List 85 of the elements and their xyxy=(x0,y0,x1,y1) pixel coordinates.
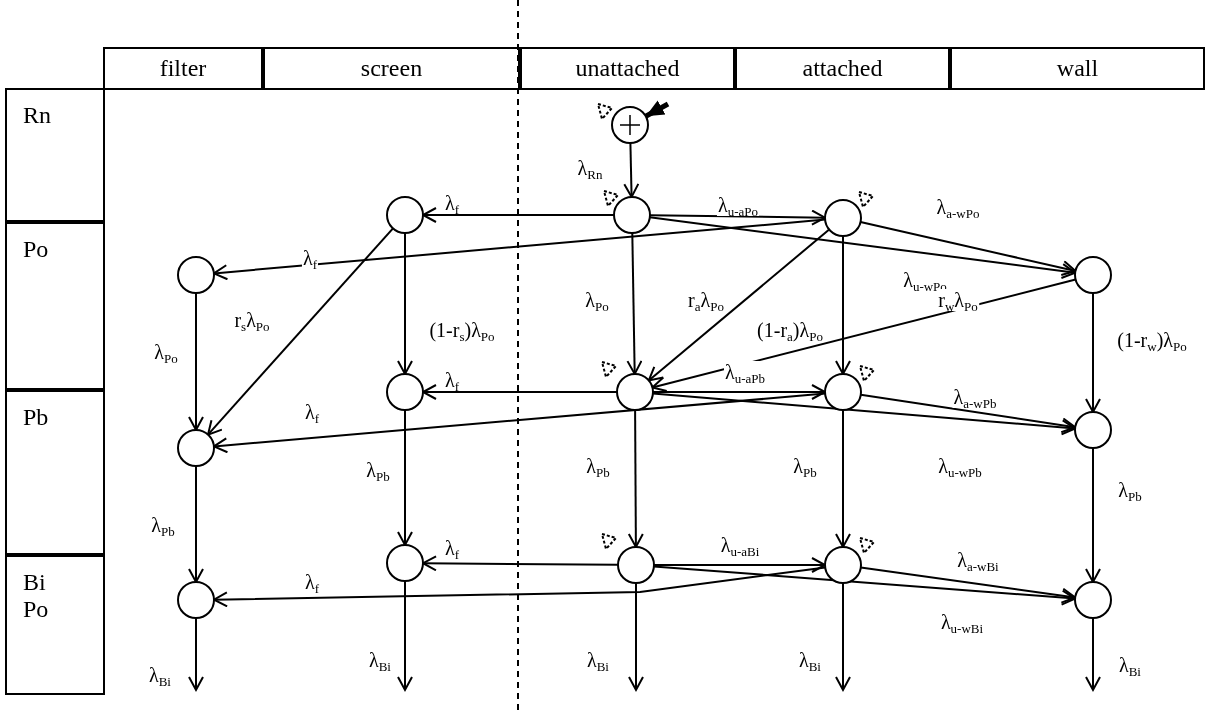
compartment-circle xyxy=(824,546,862,584)
edge-label: (1-r$_{a}$)λ$_{Po}$ xyxy=(756,319,824,341)
compartment-circle xyxy=(177,581,215,619)
compartment-circle xyxy=(824,199,862,237)
column-header: screen xyxy=(263,47,520,90)
arrow xyxy=(188,292,204,431)
edge-label: λ$_{Bi}$ xyxy=(798,649,822,671)
column-header: attached xyxy=(735,47,950,90)
arrow xyxy=(628,582,644,691)
arrow xyxy=(859,221,1077,276)
arrow xyxy=(1085,292,1101,413)
edge-label: λ$_{Pb}$ xyxy=(365,459,391,481)
edge-label: (1-r$_{w}$)λ$_{Po}$ xyxy=(1116,329,1188,351)
compartment-circle xyxy=(386,373,424,411)
edge-label: λ$_{f}$ xyxy=(302,247,318,269)
edge-label: λ$_{u-wPo}$ xyxy=(902,269,948,291)
edge-label: λ$_{f}$ xyxy=(444,537,460,559)
edge-label: λ$_{u-aPb}$ xyxy=(724,361,766,383)
arrow xyxy=(835,582,851,691)
row-header: Rn xyxy=(5,88,105,222)
edge-label: λ$_{u-wPb}$ xyxy=(937,455,983,477)
edge-label: r$_{s}$λ$_{Po}$ xyxy=(233,309,271,331)
arrow xyxy=(627,409,644,548)
edge-label: λ$_{u-wBi}$ xyxy=(939,611,985,633)
compartment-circle xyxy=(1074,581,1112,619)
edge-label: λ$_{a-wBi}$ xyxy=(956,549,1000,571)
compartment-circle xyxy=(386,544,424,582)
edge-label: λ$_{Bi}$ xyxy=(1118,654,1142,676)
arrow xyxy=(422,384,618,400)
edge-label: λ$_{a-wPb}$ xyxy=(952,386,998,408)
arrow xyxy=(422,207,615,223)
column-header: unattached xyxy=(520,47,735,90)
edge-label: λ$_{u-aBi}$ xyxy=(719,534,761,556)
arrow xyxy=(188,617,204,691)
arrow xyxy=(647,228,831,382)
edge-label: λ$_{a-wPo}$ xyxy=(935,196,981,218)
column-header: filter xyxy=(103,47,263,90)
edge-label: λ$_{Bi}$ xyxy=(148,664,172,686)
edge-label: λ$_{Po}$ xyxy=(153,341,179,363)
arrow xyxy=(1085,617,1101,691)
arrow xyxy=(623,142,640,198)
arrow xyxy=(835,409,851,548)
compartment-circle xyxy=(616,373,654,411)
arrow xyxy=(1085,447,1101,583)
edge-label: (1-r$_{s}$)λ$_{Po}$ xyxy=(428,319,496,341)
arrow xyxy=(397,409,413,546)
edge-label: λ$_{Pb}$ xyxy=(150,514,176,536)
edge-label: r$_{a}$λ$_{Po}$ xyxy=(687,289,725,311)
arrow xyxy=(626,232,643,375)
arrow xyxy=(207,227,394,436)
arrow xyxy=(422,555,619,572)
edge-label: λ$_{u-aPo}$ xyxy=(717,194,759,216)
arrow xyxy=(397,580,413,691)
compartment-circle xyxy=(1074,256,1112,294)
edge-label: λ$_{Pb}$ xyxy=(792,455,818,477)
edge-label: λ$_{Rn}$ xyxy=(576,157,604,179)
arrow xyxy=(397,232,413,375)
edge-label: λ$_{f}$ xyxy=(304,401,320,423)
arrow xyxy=(649,209,826,226)
row-header: Pb xyxy=(5,390,105,555)
edge-label: λ$_{Bi}$ xyxy=(368,649,392,671)
compartment-circle xyxy=(824,373,862,411)
compartment-circle xyxy=(177,256,215,294)
edge-label: λ$_{Pb}$ xyxy=(585,455,611,477)
compartment-circle xyxy=(1074,411,1112,449)
column-header: wall xyxy=(950,47,1205,90)
edge-label: λ$_{f}$ xyxy=(444,369,460,391)
arrow xyxy=(859,393,1077,434)
edge-label: λ$_{Bi}$ xyxy=(586,649,610,671)
compartment-circle xyxy=(617,546,655,584)
compartment-circle xyxy=(611,106,649,144)
arrow xyxy=(835,235,851,375)
arrow xyxy=(651,278,1077,393)
edge-label: λ$_{f}$ xyxy=(444,192,460,214)
compartment-circle xyxy=(177,429,215,467)
edge-label: λ$_{Po}$ xyxy=(584,289,610,311)
arrow xyxy=(188,465,204,583)
row-header: Po xyxy=(5,222,105,390)
row-header: Bi Po xyxy=(5,555,105,695)
compartment-circle xyxy=(386,196,424,234)
edge-label: r$_{w}$λ$_{Po}$ xyxy=(937,289,979,311)
arrow xyxy=(644,100,670,119)
edge-label: λ$_{Pb}$ xyxy=(1117,479,1143,501)
compartment-circle xyxy=(613,196,651,234)
edge-label: λ$_{f}$ xyxy=(304,571,320,593)
